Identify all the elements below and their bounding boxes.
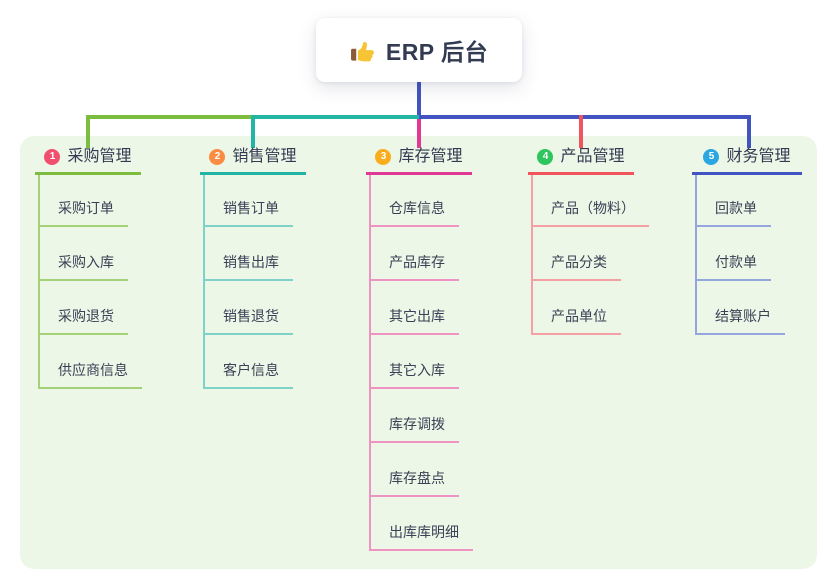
child-node[interactable]: 仓库信息 xyxy=(371,198,459,227)
branch-label: 库存管理 xyxy=(398,148,463,165)
branch-children-sales: 销售订单 销售出库 销售退货 客户信息 xyxy=(203,175,293,389)
thumbs-up-icon xyxy=(350,38,375,63)
child-node[interactable]: 产品分类 xyxy=(533,252,621,281)
child-node[interactable]: 采购入库 xyxy=(40,252,128,281)
branch-children-purchase: 采购订单 采购入库 采购退货 供应商信息 xyxy=(38,175,142,389)
branch-number-badge: 2 xyxy=(209,149,226,165)
branch-children-inventory: 仓库信息 产品库存 其它出库 其它入库 库存调拨 库存盘点 出库库明细 xyxy=(369,175,473,551)
connector-drop-inventory xyxy=(417,119,421,148)
branch-node-product[interactable]: 4 产品管理 xyxy=(528,148,634,175)
child-node[interactable]: 产品（物料） xyxy=(533,198,649,227)
child-node[interactable]: 销售订单 xyxy=(205,198,293,227)
branch-node-purchase[interactable]: 1 采购管理 xyxy=(35,148,141,175)
child-node[interactable]: 采购退货 xyxy=(40,306,128,335)
child-node[interactable]: 供应商信息 xyxy=(40,360,142,389)
child-node[interactable]: 付款单 xyxy=(697,252,771,281)
branch-node-sales[interactable]: 2 销售管理 xyxy=(200,148,306,175)
connector-drop-sales xyxy=(251,115,255,148)
child-node[interactable]: 其它出库 xyxy=(371,306,459,335)
connector-horizontal-mid xyxy=(253,115,419,119)
child-node[interactable]: 产品库存 xyxy=(371,252,459,281)
child-node[interactable]: 采购订单 xyxy=(40,198,128,227)
child-node[interactable]: 回款单 xyxy=(697,198,771,227)
connector-horizontal-left xyxy=(86,115,253,119)
connector-drop-product xyxy=(579,115,583,148)
root-node[interactable]: ERP 后台 xyxy=(316,18,522,82)
branch-children-product: 产品（物料） 产品分类 产品单位 xyxy=(531,175,649,335)
connector-horizontal-right xyxy=(419,115,751,119)
child-node[interactable]: 库存调拨 xyxy=(371,414,459,443)
branch-number-badge: 4 xyxy=(537,149,554,165)
branch-label: 销售管理 xyxy=(232,148,297,165)
child-node[interactable]: 库存盘点 xyxy=(371,468,459,497)
branch-children-finance: 回款单 付款单 结算账户 xyxy=(695,175,785,335)
child-node[interactable]: 出库库明细 xyxy=(371,522,473,551)
child-node[interactable]: 销售退货 xyxy=(205,306,293,335)
connector-drop-finance xyxy=(747,115,751,148)
child-node[interactable]: 其它入库 xyxy=(371,360,459,389)
branch-node-finance[interactable]: 5 财务管理 xyxy=(692,148,802,175)
branch-node-inventory[interactable]: 3 库存管理 xyxy=(366,148,472,175)
branch-label: 财务管理 xyxy=(726,148,791,165)
child-node[interactable]: 客户信息 xyxy=(205,360,293,389)
child-node[interactable]: 销售出库 xyxy=(205,252,293,281)
child-node[interactable]: 结算账户 xyxy=(697,306,785,335)
branch-number-badge: 5 xyxy=(703,149,720,165)
branch-number-badge: 3 xyxy=(375,149,392,165)
root-title: ERP 后台 xyxy=(385,39,489,65)
branch-label: 采购管理 xyxy=(67,148,132,165)
connector-root-vertical xyxy=(417,82,421,117)
connector-drop-purchase xyxy=(86,115,90,148)
branch-number-badge: 1 xyxy=(44,149,61,165)
branch-label: 产品管理 xyxy=(560,148,625,165)
child-node[interactable]: 产品单位 xyxy=(533,306,621,335)
